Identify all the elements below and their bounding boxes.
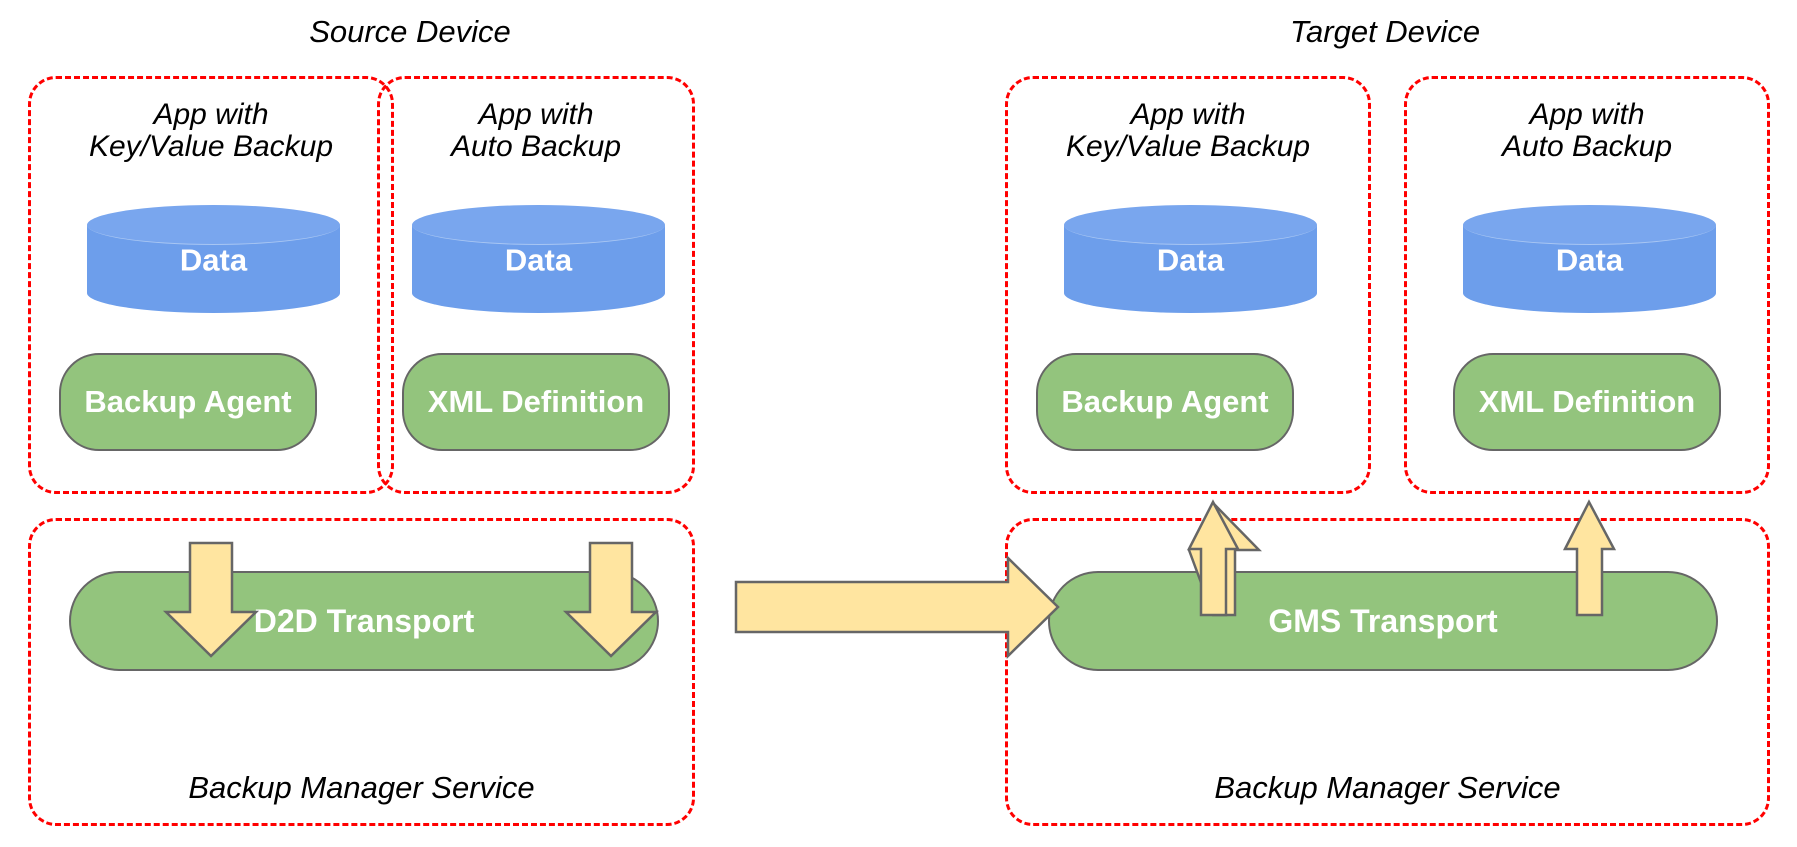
cylinder-top-ellipse xyxy=(1463,205,1716,245)
cylinder-label: Data xyxy=(504,242,573,278)
source-app-keyvalue-data-cylinder: Data xyxy=(87,205,340,313)
target-device-title: Target Device xyxy=(1289,14,1481,49)
caption-line-1: App with xyxy=(1529,98,1645,131)
source-app-autobackup-container: App with Auto Backup Data XML Definition xyxy=(377,76,695,494)
cylinder-label: Data xyxy=(1156,242,1225,278)
target-app-keyvalue-container: App with Key/Value Backup Data Backup Ag… xyxy=(1005,76,1371,494)
source-device-title: Source Device xyxy=(309,14,511,49)
cylinder-top-ellipse xyxy=(412,205,665,245)
pill-label: D2D Transport xyxy=(253,602,475,639)
source-backup-agent-pill[interactable]: Backup Agent xyxy=(59,353,317,451)
pill-label: GMS Transport xyxy=(1268,602,1498,639)
caption-line-1: App with xyxy=(478,98,594,131)
target-app-autobackup-data-cylinder: Data xyxy=(1463,205,1716,313)
source-app-autobackup-caption: App with Auto Backup xyxy=(380,99,692,163)
caption-line-2: Auto Backup xyxy=(450,129,622,163)
target-app-autobackup-container: App with Auto Backup Data XML Definition xyxy=(1404,76,1770,494)
cylinder-top-ellipse xyxy=(1064,205,1317,245)
source-service-caption: Backup Manager Service xyxy=(188,770,535,805)
caption-line-1: App with xyxy=(1130,98,1246,131)
cylinder-label: Data xyxy=(179,242,248,278)
caption-line-2: Key/Value Backup xyxy=(88,129,334,163)
target-backup-agent-pill[interactable]: Backup Agent xyxy=(1036,353,1294,451)
pill-label: XML Definition xyxy=(1478,384,1696,419)
caption-line-1: App with xyxy=(153,98,269,131)
pill-label: Backup Agent xyxy=(1061,384,1269,419)
target-app-keyvalue-caption: App with Key/Value Backup xyxy=(1008,99,1368,163)
target-service-caption: Backup Manager Service xyxy=(1214,770,1561,805)
pill-label: Backup Agent xyxy=(84,384,292,419)
target-xml-definition-pill[interactable]: XML Definition xyxy=(1453,353,1721,451)
caption-line-2: Key/Value Backup xyxy=(1065,129,1311,163)
target-backup-manager-service-container: GMS Transport Backup Manager Service xyxy=(1005,518,1770,826)
source-backup-manager-service-container: D2D Transport Backup Manager Service xyxy=(28,518,695,826)
source-app-autobackup-data-cylinder: Data xyxy=(412,205,665,313)
cylinder-label: Data xyxy=(1555,242,1624,278)
pill-label: XML Definition xyxy=(427,384,645,419)
target-app-autobackup-caption: App with Auto Backup xyxy=(1407,99,1767,163)
source-app-keyvalue-container: App with Key/Value Backup Data Backup Ag… xyxy=(28,76,394,494)
cylinder-top-ellipse xyxy=(87,205,340,245)
d2d-transport-pill[interactable]: D2D Transport xyxy=(69,571,659,671)
source-xml-definition-pill[interactable]: XML Definition xyxy=(402,353,670,451)
source-app-keyvalue-caption: App with Key/Value Backup xyxy=(31,99,391,163)
caption-line-2: Auto Backup xyxy=(1501,129,1673,163)
gms-transport-pill[interactable]: GMS Transport xyxy=(1048,571,1718,671)
target-app-keyvalue-data-cylinder: Data xyxy=(1064,205,1317,313)
